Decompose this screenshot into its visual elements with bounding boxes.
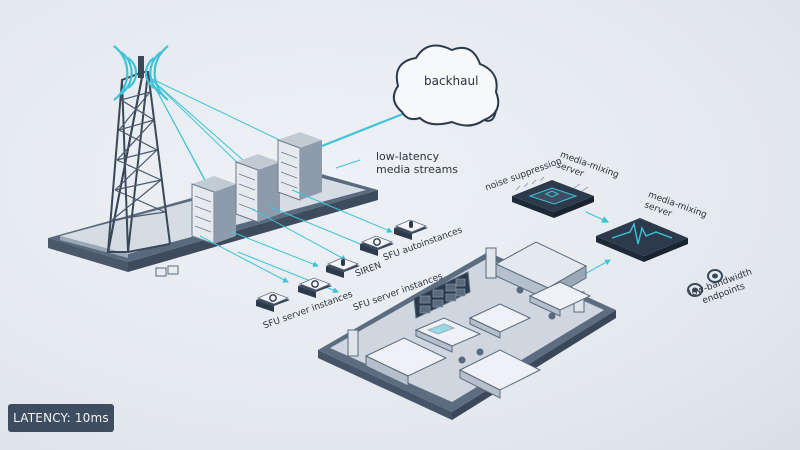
- low-latency-label-line2: media streams: [376, 163, 459, 176]
- cell-tower-icon: [106, 45, 171, 253]
- server-rack-3: [277, 132, 322, 201]
- microphone-icon: [326, 257, 360, 278]
- low-bandwidth-endpoint-icons: [687, 269, 723, 297]
- endpoint-device-icon: [298, 277, 332, 298]
- platform-small-boxes: [155, 265, 179, 277]
- endpoint-device-icon: [256, 291, 290, 312]
- office-furniture: [347, 241, 592, 399]
- server-rack-1: [191, 176, 236, 245]
- latency-value: 10ms: [74, 411, 109, 425]
- chip-icon: [512, 176, 594, 218]
- cloud-icon: [392, 44, 500, 127]
- server-rack-2: [235, 154, 280, 223]
- low-latency-label-line1: low-latency: [376, 150, 440, 163]
- latency-badge: LATENCY: 10ms: [8, 404, 114, 432]
- microphone-icon: [394, 219, 428, 240]
- waveform-icon: [596, 218, 688, 262]
- endpoint-device-icon: [360, 235, 394, 256]
- low-latency-label: low-latency media streams: [376, 150, 458, 176]
- latency-label: LATENCY:: [13, 411, 71, 425]
- backhaul-label: backhaul: [424, 74, 479, 88]
